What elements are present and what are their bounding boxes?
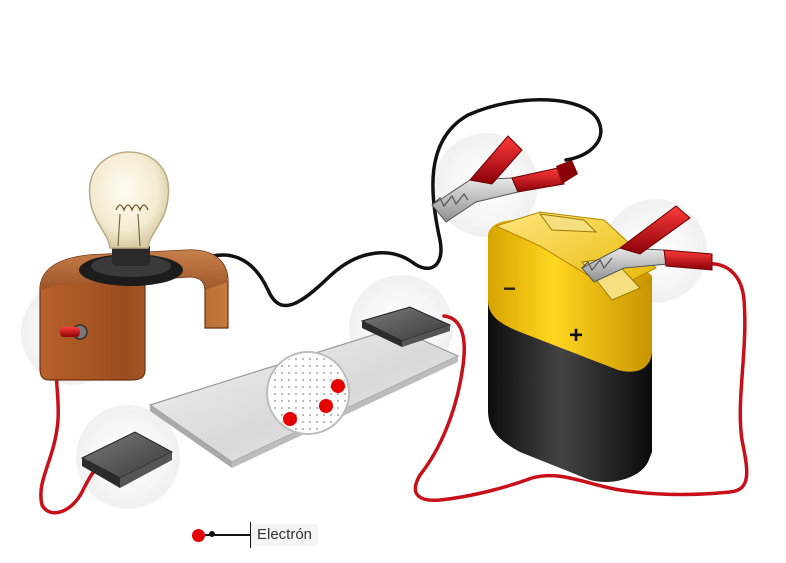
- battery-minus-symbol: −: [503, 276, 516, 301]
- magnifier-icon: [266, 351, 350, 435]
- alligator-clip-battery-icon: [581, 205, 713, 283]
- legend-label: Electrón: [251, 524, 319, 546]
- plate-terminal-right: [360, 306, 452, 347]
- legend: Electrón: [192, 522, 319, 548]
- electron-1: [331, 379, 345, 393]
- alligator-clip-icon: [431, 135, 578, 223]
- electron-2: [319, 399, 333, 413]
- legend-leader-line: [205, 522, 251, 548]
- battery-plus-symbol: +: [569, 322, 583, 349]
- lamp: [39, 151, 229, 381]
- electron-3: [283, 412, 297, 426]
- black-wire: [183, 97, 603, 308]
- red-wires: [39, 262, 749, 515]
- plate-terminal-left: [80, 431, 174, 488]
- electron-icon: [192, 528, 205, 542]
- light-bulb-icon: [88, 151, 170, 249]
- red-wire-left: [39, 335, 102, 515]
- red-wire-right: [413, 262, 749, 502]
